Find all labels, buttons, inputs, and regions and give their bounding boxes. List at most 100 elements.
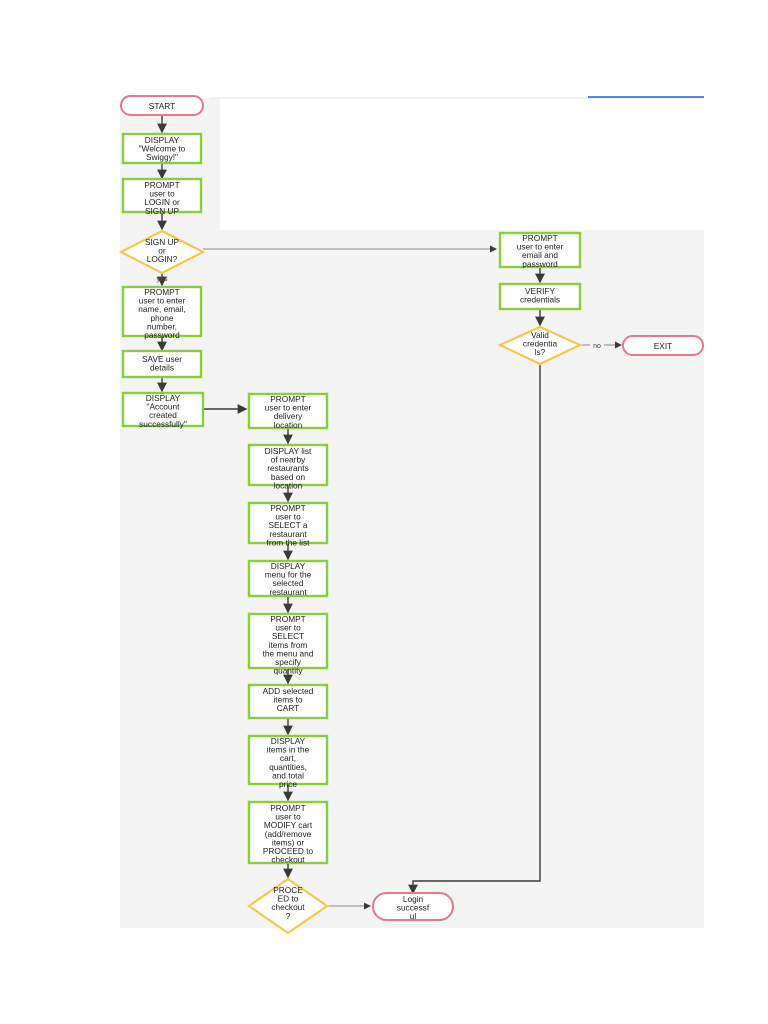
background-panel-left	[120, 98, 220, 928]
node-label-line: password	[144, 330, 180, 340]
node-label-line: price	[279, 779, 297, 789]
node-label-line: Swiggy!"	[146, 152, 178, 162]
node-label-line: restaurants	[267, 463, 309, 473]
node-label-line: from the list	[267, 537, 311, 547]
node-label-line: DISPLAY	[145, 135, 180, 145]
node-label-line: DISPLAY	[271, 561, 306, 571]
node-label-line: password	[522, 259, 558, 269]
node-label-line: PROCE	[273, 885, 303, 895]
node-label-line: of nearby	[271, 455, 306, 465]
node-label-line: items in the	[267, 745, 310, 755]
node-label-line: PROMPT	[270, 614, 306, 624]
node-label-line: LOGIN?	[147, 254, 178, 264]
node-label-line: PROMPT	[270, 803, 306, 813]
edge-label-no: no	[593, 343, 601, 350]
node-label-line: credentials	[520, 295, 560, 305]
node-label-line: items) or	[272, 837, 305, 847]
node-exit-label: EXIT	[654, 341, 672, 351]
edge-label-yes: yes	[157, 276, 168, 283]
node-label-line: VERIFY	[525, 286, 555, 296]
node-label-line: restaurant	[269, 587, 307, 597]
node-label-line: ?	[286, 911, 291, 921]
node-label-line: PROMPT	[144, 287, 180, 297]
node-label-line: SIGN UP	[145, 206, 180, 216]
node-label-line: restaurant	[269, 529, 307, 539]
node-label-line: quantities,	[269, 762, 307, 772]
node-label-line: details	[150, 363, 174, 373]
node-label-line: checkout	[271, 902, 305, 912]
node-label-line: selected	[273, 578, 304, 588]
node-label-line: PROMPT	[144, 180, 180, 190]
node-start-label: START	[149, 101, 175, 111]
node-label-line: checkout	[271, 855, 305, 865]
node-label-line: DISPLAY	[271, 736, 306, 746]
node-label-line: quantity	[273, 666, 303, 676]
node-label-line: successfully"	[139, 419, 187, 429]
node-label-line: menu for the	[265, 570, 312, 580]
node-label-line: delivery	[274, 411, 303, 421]
node-label-line: user to enter	[265, 403, 312, 413]
node-label-line: specify	[275, 657, 302, 667]
node-label-line: ul	[410, 911, 417, 921]
node-label-line: user to	[275, 623, 301, 633]
node-label-line: Login	[403, 894, 424, 904]
node-label-line: PROMPT	[522, 233, 558, 243]
node-label-line: PROCEED to	[263, 846, 314, 856]
node-start: START	[120, 95, 204, 116]
node-label-line: PROMPT	[270, 503, 306, 513]
node-label-line: user to enter	[517, 242, 564, 252]
node-label-line: user to	[149, 189, 175, 199]
node-label-line: SELECT	[272, 631, 304, 641]
node-label-line: SELECT a	[268, 520, 307, 530]
node-label-line: name, email,	[138, 304, 186, 314]
node-label-line: location	[274, 480, 303, 490]
node-label-line: user to	[275, 812, 301, 822]
node-label-line: successf	[397, 903, 430, 913]
node-label-line: DISPLAY	[146, 393, 181, 403]
edge-label-no-bg	[590, 340, 604, 349]
node-label-line: or	[158, 246, 166, 256]
node-label-line: created	[149, 410, 177, 420]
node-label-line: Valid	[531, 330, 549, 340]
node-label-line: "Welcome to	[139, 144, 186, 154]
node-label-line: user to enter	[139, 296, 186, 306]
node-label-line: the menu and	[263, 648, 314, 658]
node-label-line: (add/remove	[265, 829, 312, 839]
node-label-line: LOGIN or	[144, 197, 180, 207]
node-label-line: email and	[522, 250, 558, 260]
node-label-line: ADD selected	[263, 686, 314, 696]
node-exit: EXIT	[622, 335, 704, 356]
node-label-line: DISPLAY list	[265, 446, 312, 456]
